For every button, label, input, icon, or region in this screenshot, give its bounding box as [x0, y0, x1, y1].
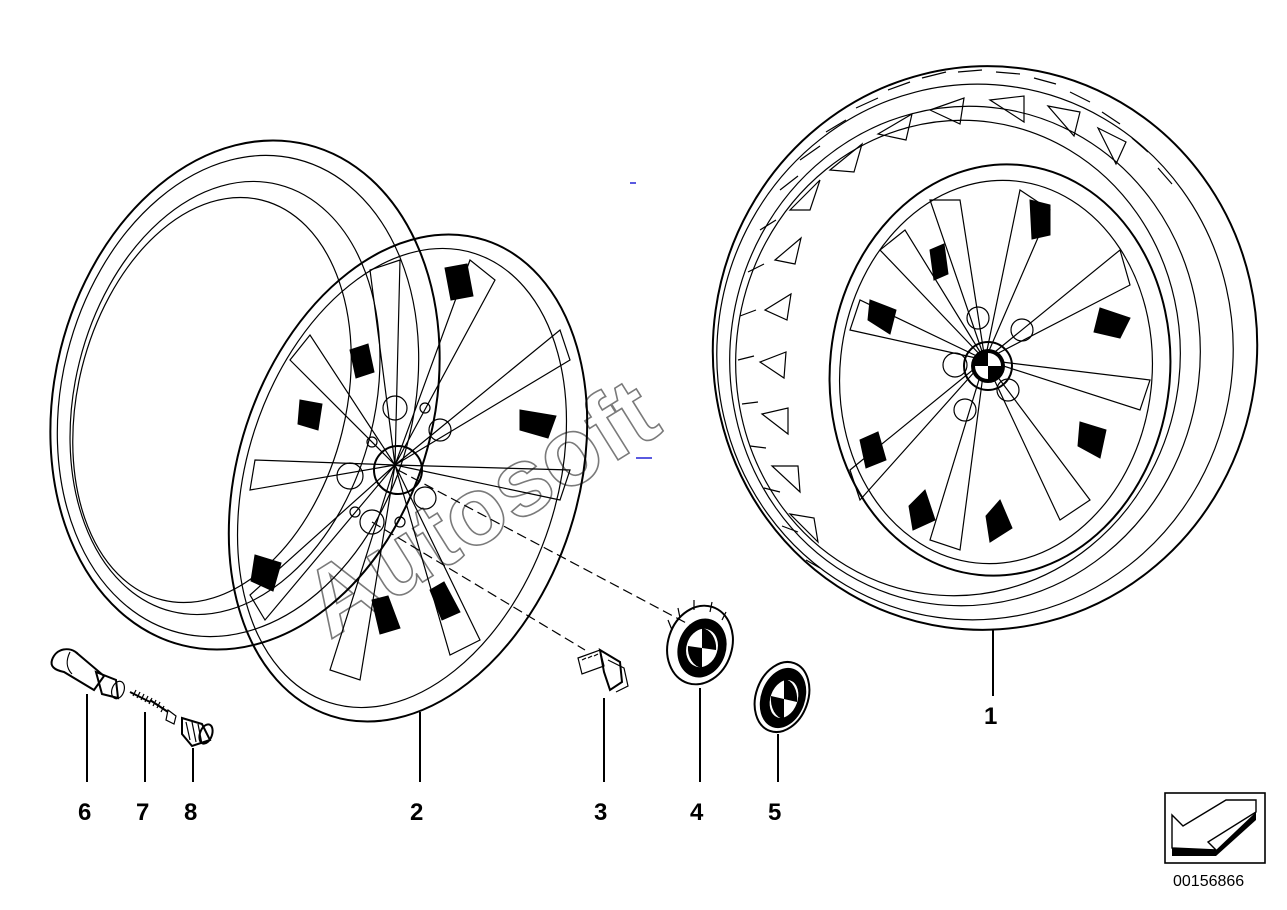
orientation-arrow-icon: [1164, 792, 1266, 864]
tire-wheel-icon: [711, 65, 1259, 631]
diagram-reference-number: 00156866: [1173, 873, 1244, 890]
alloy-rim-icon: [49, 139, 589, 723]
tire-valve-icon: [50, 648, 126, 700]
callout-4: 4: [690, 799, 704, 826]
callout-3: 3: [594, 799, 607, 826]
valve-core-icon: [129, 689, 177, 725]
callout-8: 8: [184, 799, 197, 826]
wheel-bolt-icon: [577, 648, 629, 693]
callout-1: 1: [984, 703, 997, 730]
assembly-line-cap: [397, 469, 691, 626]
watermark: Autosoft: [284, 358, 675, 658]
callout-5: 5: [768, 799, 781, 826]
hub-cap-icon: [666, 600, 734, 686]
valve-cap-icon: [181, 716, 214, 748]
assembly-line-bolt: [371, 521, 586, 651]
emblem-icon: [753, 661, 811, 733]
callout-7: 7: [136, 799, 149, 826]
callout-6: 6: [78, 799, 91, 826]
callout-2: 2: [410, 799, 423, 826]
